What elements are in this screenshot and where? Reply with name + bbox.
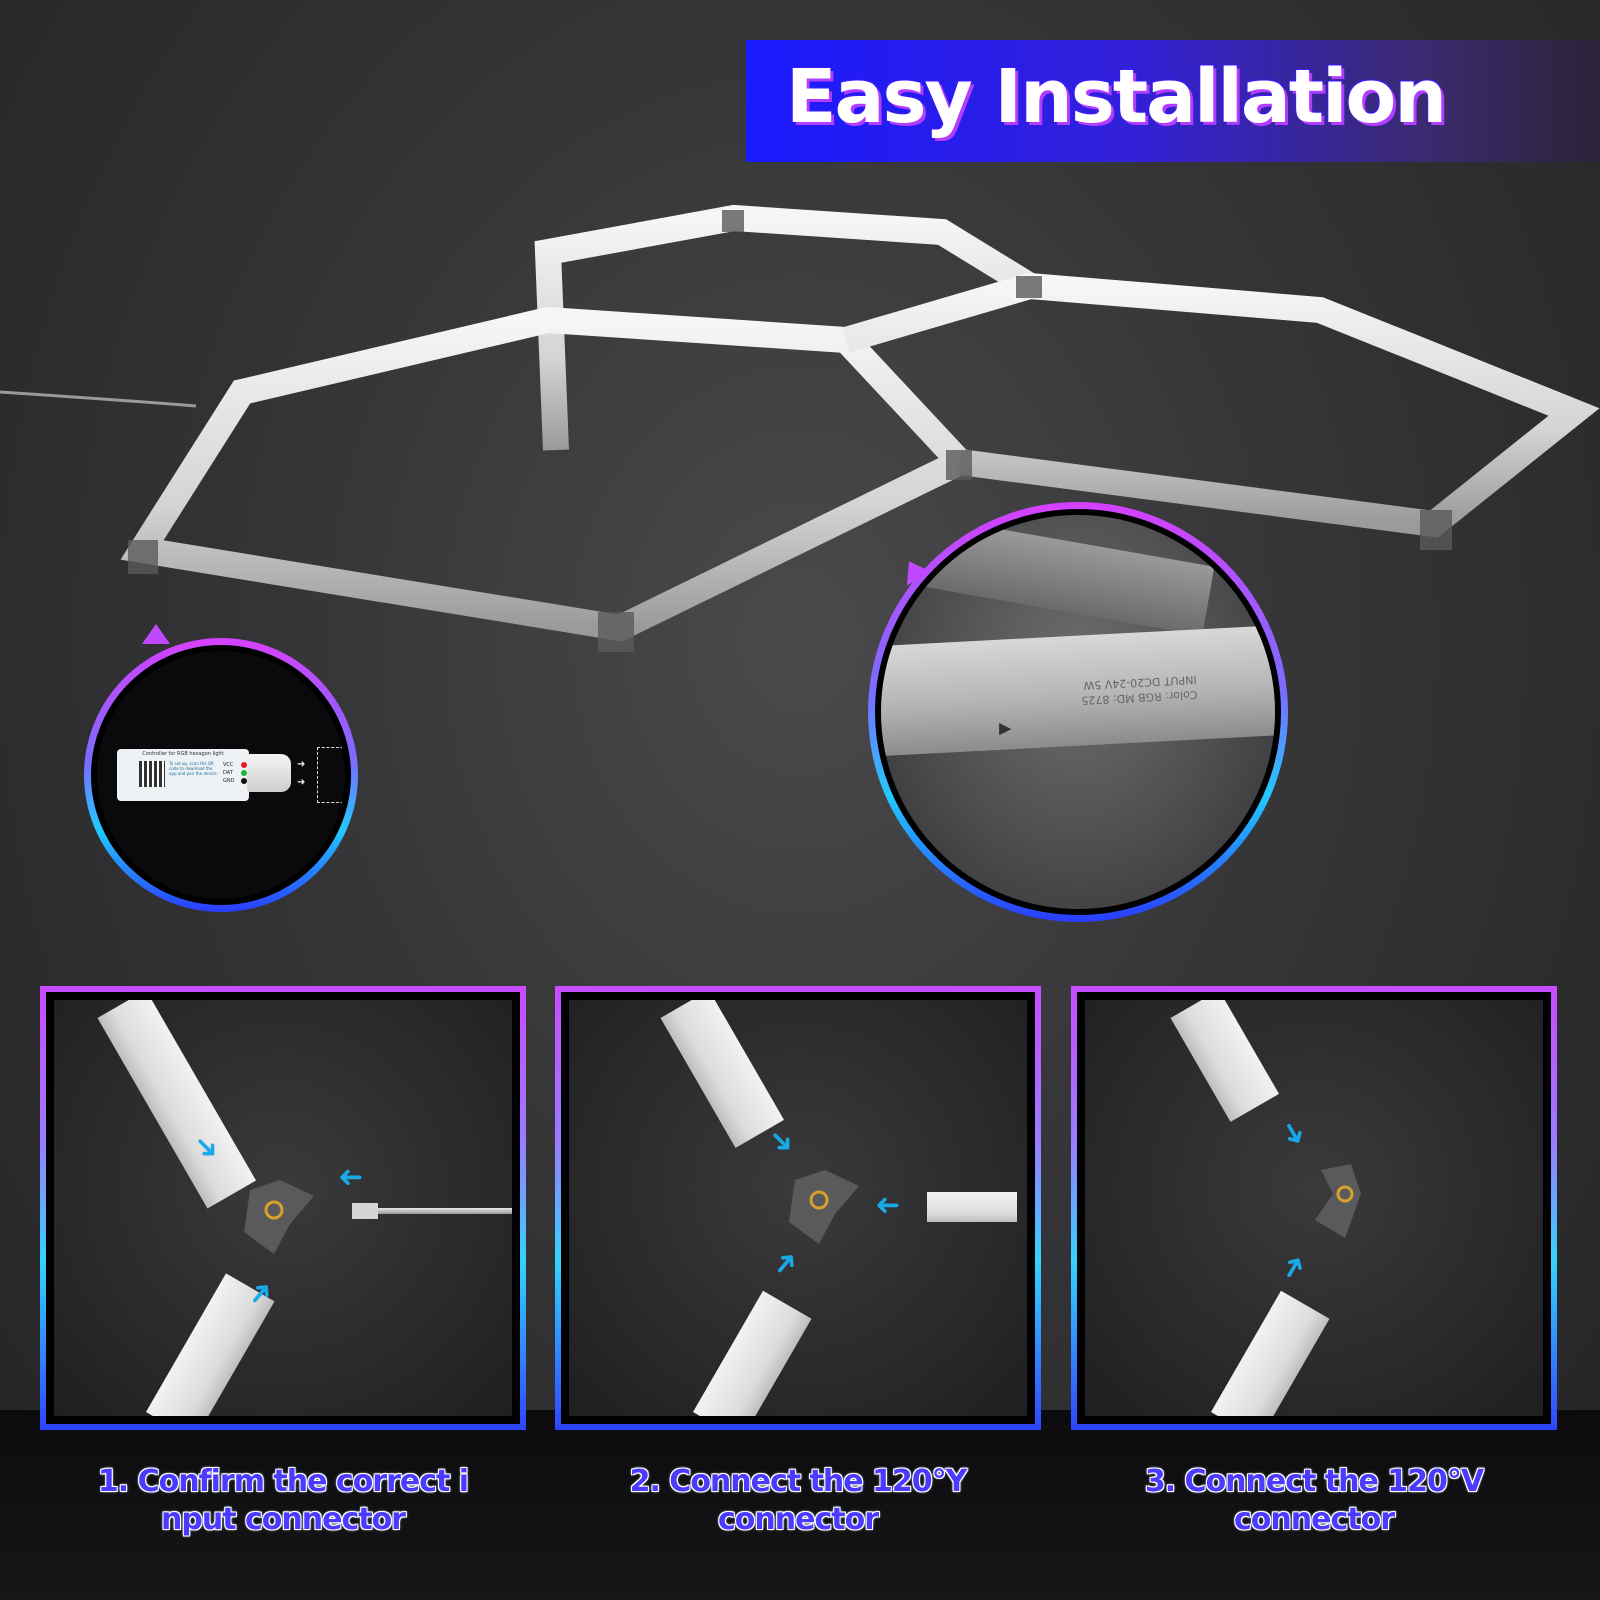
- rail-zoom-segment: [881, 623, 1275, 757]
- arrow-up-right-icon: ➜: [764, 1242, 808, 1285]
- v-connector-icon: [1315, 1164, 1361, 1238]
- arrow-up-right-icon: ➜: [1272, 1247, 1316, 1288]
- pin-label-vcc: VCC: [223, 762, 234, 768]
- step-1-panel: ➜ ➜ ➜: [40, 986, 526, 1430]
- arrow-right-icon: ➜: [297, 759, 306, 770]
- floor-shadow: [0, 1410, 1600, 1600]
- pin-label-gnd: GND: [223, 778, 235, 784]
- arrow-left-icon: ➜: [338, 1160, 364, 1195]
- rail-bar-lower: [693, 1290, 812, 1416]
- y-connector-icon: [244, 1180, 314, 1254]
- step-1-photo: ➜ ➜ ➜: [54, 1000, 512, 1416]
- controller-callout: Controller for RGB hexagon light To set …: [84, 624, 358, 912]
- y-connector-icon: [789, 1170, 859, 1244]
- title-banner: Easy Installation: [746, 40, 1600, 162]
- arrow-down-right-icon: ➜: [1272, 1113, 1316, 1154]
- controller-module: Controller for RGB hexagon light To set …: [117, 749, 249, 801]
- direction-arrow-icon: ◀: [999, 721, 1012, 740]
- rail-joints: [128, 210, 1452, 652]
- rail-bar-upper: [660, 1000, 784, 1148]
- step-1-caption-line-2: nput connector: [161, 1502, 406, 1537]
- step-2-caption: 2. Connect the 120°Y connector: [555, 1463, 1041, 1539]
- hexagon-light-frame: [0, 204, 1600, 652]
- qr-code-icon: [139, 761, 165, 787]
- controller-instructions: To set up, scan the QR code to download …: [169, 761, 218, 776]
- step-2-panel: ➜ ➜ ➜: [555, 986, 1041, 1430]
- input-plug: [352, 1203, 378, 1219]
- controller-plug: [247, 754, 291, 792]
- rail-zoom-inner: Color: RGB MD: 8725 INPUT DC20-24V 5W ◀: [875, 509, 1281, 915]
- rail-zoom-callout: Color: RGB MD: 8725 INPUT DC20-24V 5W ◀: [868, 502, 1288, 922]
- rail-bar-upper: [97, 1000, 256, 1209]
- power-cable: [0, 390, 197, 408]
- page-title: Easy Installation: [786, 54, 1447, 140]
- step-1-caption: 1. Confirm the correct i nput connector: [40, 1463, 526, 1539]
- controller-callout-inner: Controller for RGB hexagon light To set …: [91, 645, 351, 905]
- callout-tail: [142, 624, 170, 644]
- input-cable: [364, 1208, 512, 1214]
- hex-right: [842, 272, 1600, 538]
- step-3-photo: ➜ ➜: [1085, 1000, 1543, 1416]
- pin-dot-gnd: [241, 778, 247, 784]
- pin-dot-dat: [241, 770, 247, 776]
- step-3-caption-line-2: connector: [1234, 1502, 1395, 1537]
- input-port-outline: [317, 747, 345, 803]
- step-1-caption-line-1: 1. Confirm the correct i: [97, 1464, 469, 1499]
- step-3-caption: 3. Connect the 120°V connector: [1071, 1463, 1557, 1539]
- rail-bar-right: [927, 1192, 1017, 1222]
- controller-label: Controller for RGB hexagon light: [142, 751, 224, 757]
- step-2-caption-line-1: 2. Connect the 120°Y: [629, 1464, 968, 1499]
- step-3-caption-line-1: 3. Connect the 120°V: [1144, 1464, 1484, 1499]
- rail-spec-label: Color: RGB MD: 8725 INPUT DC20-24V 5W: [1080, 672, 1198, 708]
- pin-labels: VCC DAT GND: [223, 761, 234, 785]
- hexagon-rails: [120, 204, 1600, 642]
- pin-label-dat: DAT: [223, 770, 233, 776]
- rail-bar-lower: [1211, 1290, 1330, 1416]
- arrow-right-icon: ➜: [297, 777, 306, 788]
- step-2-photo: ➜ ➜ ➜: [569, 1000, 1027, 1416]
- pin-dot-vcc: [241, 762, 247, 768]
- step-2-caption-line-2: connector: [718, 1502, 879, 1537]
- arrow-left-icon: ➜: [875, 1188, 901, 1223]
- rail-bar-upper: [1170, 1000, 1279, 1122]
- step-3-panel: ➜ ➜: [1071, 986, 1557, 1430]
